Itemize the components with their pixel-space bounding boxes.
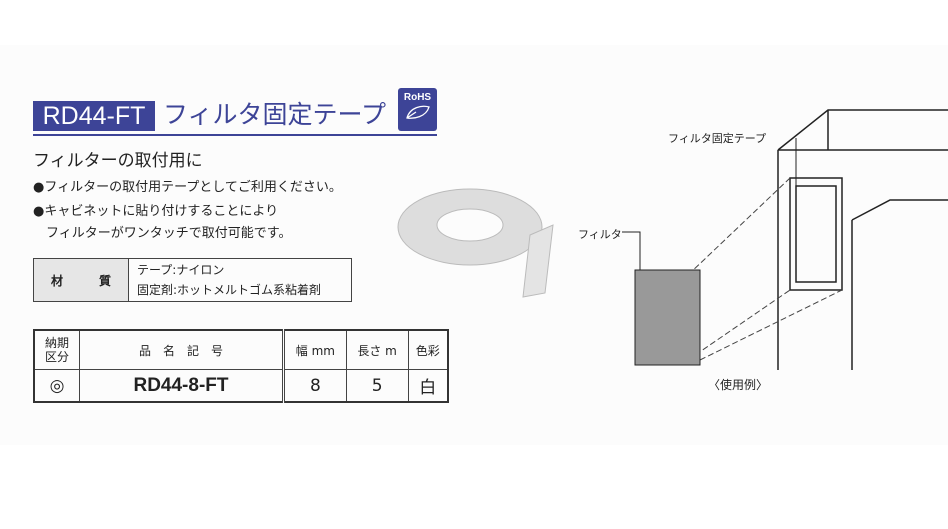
material-adhesive: 固定剤:ホットメルトゴム系粘着剤 [137,283,322,297]
usage-diagram [622,109,948,370]
cell-length: 5 [345,369,409,403]
tape-roll-image [397,188,554,298]
bullet-3: フィルターがワンタッチで取付可能です。 [33,226,292,241]
subtitle: フィルターの取付用に [33,151,203,171]
material-tape: テープ:ナイロン [137,263,225,277]
header-delivery: 納期 区分 [33,329,80,370]
cell-width: 8 [283,369,347,403]
filter-pad [634,269,701,366]
material-table: 材 質 テープ:ナイロン固定剤:ホットメルトゴム系粘着剤 [33,258,352,302]
label-tape: フィルタ固定テープ [668,132,767,145]
leaf-icon [405,105,430,119]
label-filter: フィルタ [578,228,622,241]
rohs-label: RoHS [403,92,432,103]
header-color: 色彩 [407,329,449,370]
product-code-badge: RD44-FT [33,101,155,131]
material-values: テープ:ナイロン固定剤:ホットメルトゴム系粘着剤 [128,258,352,302]
title-underline [33,134,437,136]
header-model: 品 名 記 号 [79,329,285,370]
bullet-1: ●フィルターの取付用テープとしてご利用ください。 [33,180,342,195]
cell-delivery: ◎ [33,369,80,403]
product-title: フィルタ固定テープ [163,100,387,129]
table-row: ◎ RD44-8-FT 8 5 白 [33,369,449,403]
header-length: 長さ m [345,329,409,370]
cell-color: 白 [407,369,449,403]
product-table: 納期 区分 品 名 記 号 幅 mm 長さ m 色彩 ◎ RD44-8-FT 8… [33,329,449,403]
table-header-row: 納期 区分 品 名 記 号 幅 mm 長さ m 色彩 [33,329,449,370]
rohs-badge: RoHS [398,88,437,131]
header-width: 幅 mm [283,329,347,370]
bullet-2: ●キャビネットに貼り付けすることにより [33,204,279,219]
material-label: 材 質 [33,258,129,302]
cell-model: RD44-8-FT [79,369,285,403]
diagram-caption: 〈使用例〉 [708,378,769,392]
